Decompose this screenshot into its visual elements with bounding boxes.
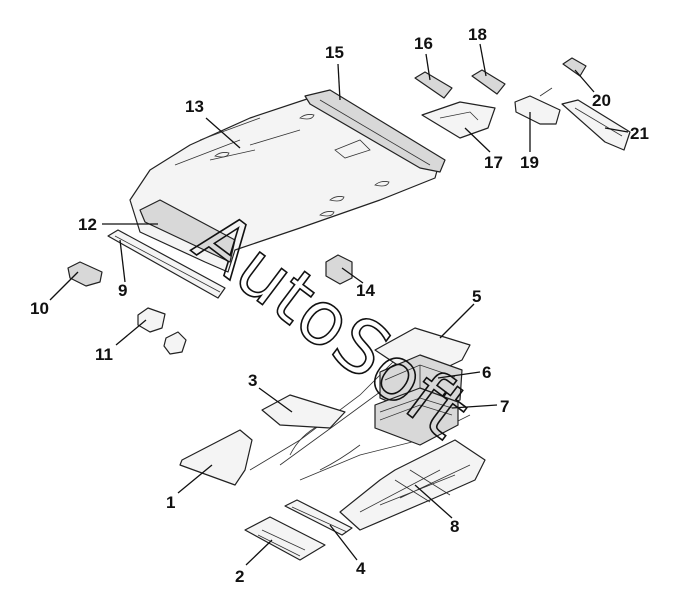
callout-2: 2 <box>235 567 244 586</box>
sun-visor-part-21[interactable] <box>561 99 631 151</box>
handle-part-18[interactable] <box>471 69 506 95</box>
callout-13: 13 <box>185 97 204 116</box>
callout-21: 21 <box>630 124 649 143</box>
callout-6: 6 <box>482 363 491 382</box>
callout-17: 17 <box>484 153 503 172</box>
cargo-floor-panel-part-8[interactable] <box>339 439 486 531</box>
clip-part-20[interactable] <box>562 57 587 77</box>
callout-3: 3 <box>248 371 257 390</box>
callout-20: 20 <box>592 91 611 110</box>
handle-part-16[interactable] <box>414 71 453 99</box>
callout-10: 10 <box>30 299 49 318</box>
floor-insulator-part-2[interactable] <box>244 516 326 561</box>
callout-11: 11 <box>95 345 113 364</box>
mirror-part-19[interactable] <box>514 87 561 125</box>
callout-16: 16 <box>414 34 433 53</box>
callout-7: 7 <box>500 397 509 416</box>
front-rail-part-9[interactable] <box>107 229 226 299</box>
floor-insulator-part-1[interactable] <box>179 429 253 486</box>
callout-15: 15 <box>325 43 344 62</box>
clip-part-14[interactable] <box>325 254 353 285</box>
callout-labels: 1 2 3 4 5 6 7 8 9 10 11 12 13 14 15 16 1… <box>30 25 649 586</box>
callout-1: 1 <box>166 493 175 512</box>
callout-19: 19 <box>520 153 539 172</box>
callout-8: 8 <box>450 517 459 536</box>
battery-tray-part-7[interactable] <box>374 387 459 446</box>
floor-insulator-part-3[interactable] <box>261 394 346 429</box>
callout-18: 18 <box>468 25 487 44</box>
leader-lines <box>49 43 629 566</box>
bracket-part-17[interactable] <box>421 101 496 139</box>
callout-12: 12 <box>78 215 97 234</box>
callout-9: 9 <box>118 281 127 300</box>
dome-lamp-part-10[interactable] <box>67 261 103 287</box>
callout-5: 5 <box>472 287 481 306</box>
headliner-rear-rail-part-15[interactable] <box>304 89 446 173</box>
callout-14: 14 <box>356 281 375 300</box>
sill-insulator-part-4[interactable] <box>284 499 353 536</box>
callout-4: 4 <box>356 559 366 578</box>
headliner-front-trim-part-12[interactable] <box>139 199 236 263</box>
reading-lamp-part-11[interactable] <box>137 307 187 355</box>
